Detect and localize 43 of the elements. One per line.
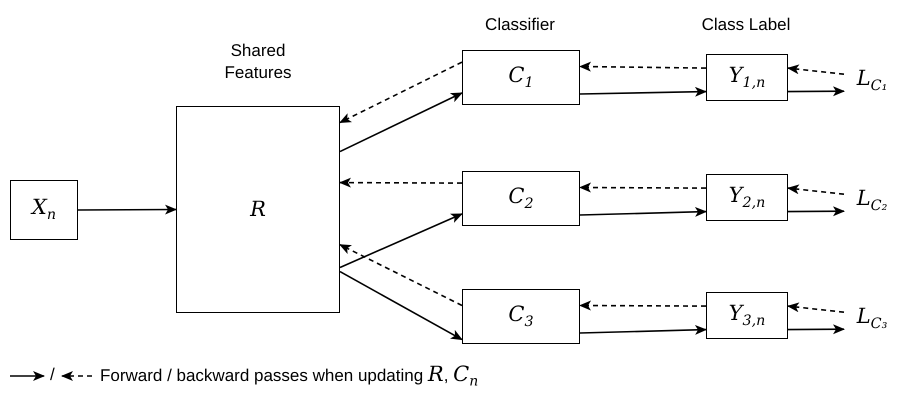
arrow <box>78 204 177 215</box>
math-symbol: C$_{1}$ <box>508 64 534 90</box>
math-symbol: C$_{2}$ <box>508 186 534 212</box>
input-box <box>10 180 78 240</box>
separator-text: / <box>50 365 55 385</box>
classifier-box <box>462 50 580 105</box>
math-symbol: X$_{n}$ <box>32 197 56 223</box>
arrow <box>788 206 845 216</box>
column-heading: Class Label <box>700 15 792 35</box>
arrow <box>580 206 707 217</box>
arrow <box>339 178 462 188</box>
feature-box <box>176 106 340 313</box>
loss-symbol: L$_{C₃}$ <box>856 306 888 332</box>
arrow <box>339 61 462 124</box>
label-box <box>706 174 788 221</box>
box-heading: Shared Features <box>223 40 293 84</box>
arrow <box>788 86 845 96</box>
arrow <box>579 62 706 72</box>
arrow <box>788 324 845 334</box>
math-symbol: Y$_{3,n}$ <box>728 302 766 328</box>
arrow <box>339 244 462 306</box>
label-box <box>706 292 788 339</box>
loss-symbol: L$_{C₂}$ <box>856 188 888 214</box>
classifier-box <box>462 289 580 344</box>
arrow <box>340 213 463 268</box>
math-symbol: Y$_{2,n}$ <box>728 184 766 210</box>
math-symbol: R <box>250 199 266 220</box>
arrow <box>787 302 844 313</box>
arrow <box>340 92 463 152</box>
arrow <box>580 86 707 97</box>
math-symbol: C$_{3}$ <box>508 304 534 330</box>
arrow <box>340 270 463 340</box>
label-box <box>706 54 788 101</box>
loss-symbol: L$_{C₁}$ <box>856 68 888 94</box>
arrow <box>580 324 707 335</box>
legend-text: Forward / backward passes when updating R, C$_{n}$ <box>100 362 478 390</box>
arrow <box>579 182 706 193</box>
arrow <box>787 184 844 195</box>
arrow <box>579 300 706 311</box>
arrow <box>787 64 844 75</box>
math-symbol: Y$_{1,n}$ <box>728 64 766 90</box>
column-heading: Classifier <box>484 15 556 35</box>
classifier-box <box>462 171 580 226</box>
